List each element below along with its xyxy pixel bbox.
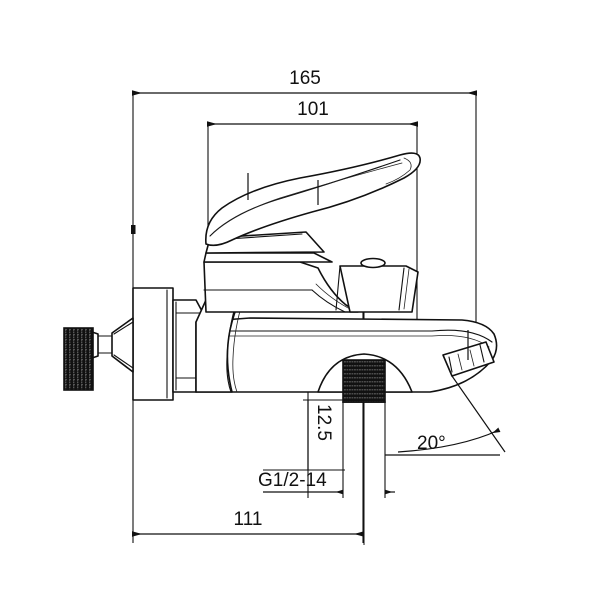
aerator <box>442 330 495 377</box>
angle-inclined-leg <box>451 375 506 453</box>
extension-tick-mark <box>131 225 136 234</box>
diverter-knob-body <box>339 265 419 313</box>
angle-label-20deg: 20° <box>417 433 446 454</box>
angle-arc <box>397 427 501 453</box>
dimension-overall-length: 165 <box>132 68 477 96</box>
dimension-label-165: 165 <box>289 68 321 89</box>
wall-flange <box>132 287 174 401</box>
dimension-spout-length: 101 <box>207 99 418 127</box>
dimension-label-111: 111 <box>234 509 263 530</box>
cap-plate <box>203 252 333 263</box>
outlet-assembly <box>317 353 413 403</box>
handle-leader-ticks <box>247 173 319 205</box>
wall-mount-assembly <box>63 287 174 401</box>
spout-body-outline <box>195 317 498 393</box>
dimension-label-12-5: 12.5 <box>313 404 334 441</box>
dimension-label-101: 101 <box>297 99 329 120</box>
left-thread-stub <box>63 327 94 391</box>
dimension-wall-to-outlet: 111 <box>132 509 364 537</box>
lever-handle <box>205 152 421 247</box>
faucet-body <box>195 231 498 393</box>
dimension-outlet-drop: 12.5 <box>307 400 334 470</box>
annotation-thread-spec: G1/2-14 <box>258 470 395 495</box>
upper-body-block <box>203 261 359 313</box>
handle-outline <box>205 152 421 247</box>
diverter-knob-cap <box>360 257 386 269</box>
eccentric-cone <box>111 317 134 373</box>
thread-spec-label: G1/2-14 <box>258 470 327 491</box>
diverter-knob <box>335 257 419 313</box>
outlet-thread <box>342 359 386 403</box>
angle-annotation-20deg: 20° <box>385 375 506 456</box>
